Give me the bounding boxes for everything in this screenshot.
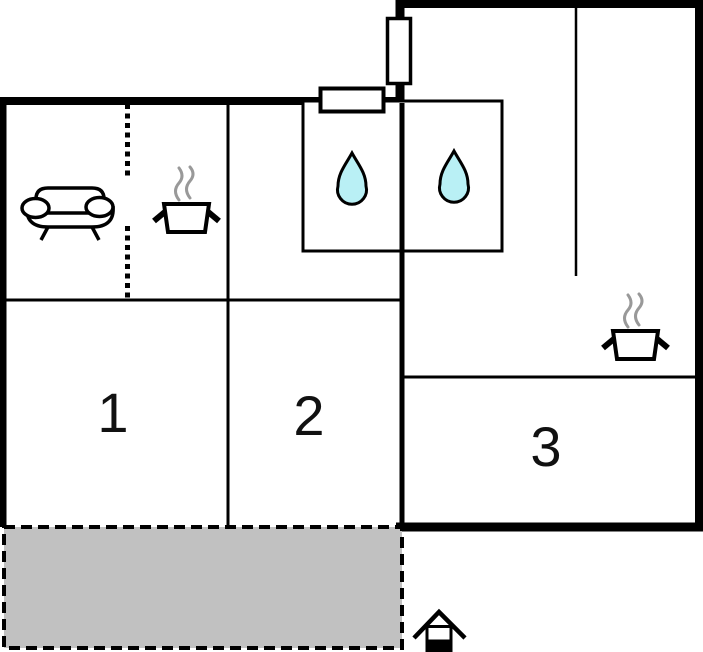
room-3-label: 3: [530, 415, 561, 478]
sofa-icon: [20, 186, 115, 241]
water-drop-icon: [336, 149, 368, 206]
water-drop-icon: [438, 147, 470, 204]
steam-line: [623, 293, 633, 329]
water-drop-shape: [438, 147, 470, 204]
vertical-window: [385, 16, 413, 86]
horizontal-window: [318, 86, 386, 114]
sofa-leg-right: [90, 226, 101, 241]
walls: [0, 0, 703, 532]
house-body-lower: [426, 639, 452, 652]
sofa-leg-left: [39, 226, 50, 241]
house-entrance-icon: [412, 608, 467, 652]
water-drop-shape: [336, 149, 368, 206]
house-roof: [412, 608, 467, 640]
cooking-pot-icon: [152, 165, 221, 234]
sofa-armrest-left: [20, 196, 51, 220]
terrace: [2, 525, 404, 650]
pot-body: [161, 202, 212, 234]
steam-line: [634, 292, 644, 327]
cooking-pot-icon: [601, 292, 670, 361]
room-1-label: 1: [97, 381, 128, 444]
sofa-armrest-right: [84, 195, 115, 219]
steam-lines: [174, 165, 195, 202]
steam-line: [185, 165, 195, 200]
room-2-label: 2: [293, 384, 324, 447]
steam-lines: [623, 292, 644, 329]
steam-line: [174, 166, 184, 202]
pot-body: [610, 329, 661, 361]
